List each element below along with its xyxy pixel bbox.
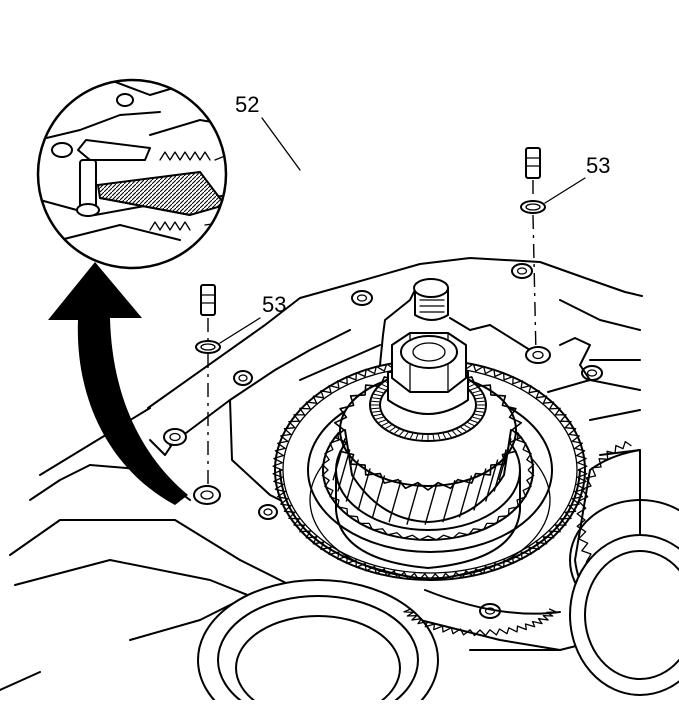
callout-label-tube: 52 [235,92,259,117]
o-ring-seal-left [195,340,221,354]
shaft-nut-assembly [369,332,487,442]
installation-centerlines [207,180,537,490]
callout-52: 52 [235,92,301,171]
o-ring-seal-right [520,200,546,214]
bearing-bore-left [197,579,439,724]
lower-gear-teeth [403,589,561,637]
oil-tube [200,71,541,316]
callout-label-seal-right: 53 [586,153,610,178]
callout-53-left: 53 [219,292,286,344]
curved-arrow-icon [48,262,188,505]
tube-ports [193,346,551,505]
detent-bracket [379,278,591,381]
bearing-bore-right [569,534,679,696]
detail-inset [36,78,228,270]
callout-label-seal-left: 53 [262,292,286,317]
callout-53-right: 53 [544,153,610,204]
